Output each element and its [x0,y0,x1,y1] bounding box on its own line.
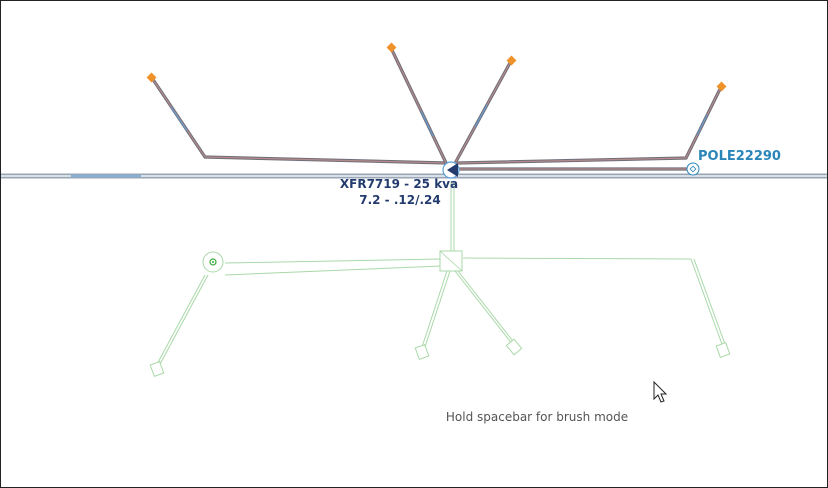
underground-line[interactable] [423,270,451,351]
orange-diamond-icon[interactable] [386,42,397,53]
service-line-inner [151,77,448,164]
pole-circle-icon[interactable] [686,162,700,176]
service-line-highlight [170,106,188,132]
underground-line[interactable] [158,274,209,367]
underground-line[interactable] [454,270,514,346]
overhead-service-1[interactable] [150,77,448,165]
vault-diagonal [439,250,463,272]
pole-inner-diamond [689,165,697,173]
brush-mode-hint: Hold spacebar for brush mode [446,410,628,424]
transformer-triangle-icon[interactable] [442,161,460,179]
meters [149,338,731,377]
underground-line[interactable] [155,274,206,367]
overhead-services [150,47,723,171]
underground-line[interactable] [224,265,442,276]
underground-line[interactable] [693,258,727,348]
service-line-inner [456,86,722,164]
equipment-inner-ring [209,258,217,266]
meter-box-icon[interactable] [505,338,523,356]
service-line-highlight [420,110,434,137]
service-line-highlight [474,104,488,128]
overhead-service-2[interactable] [389,47,450,168]
meter-box-icon[interactable] [414,344,430,360]
pole-ring [686,162,700,176]
overhead-service-3[interactable] [451,60,513,168]
meter-box-icon[interactable] [149,361,165,377]
equipment-dot [212,261,214,263]
transformer-triangle [447,163,458,177]
service-points [146,42,727,92]
underground-line[interactable] [457,270,517,346]
pole-label: POLE22290 [698,149,781,164]
cursor-arrow [653,380,668,403]
service-line-outer [456,86,723,165]
underground-line[interactable] [224,258,442,264]
transformer-label-line1: XFR7719 - 25 kva [340,177,458,191]
underground-line[interactable] [690,258,724,348]
orange-diamond-icon[interactable] [716,81,727,92]
service-line-highlight [696,114,708,136]
underground-line[interactable] [420,270,448,351]
orange-diamond-icon[interactable] [146,72,157,83]
service-line-outer [150,77,448,165]
mouse-pointer-icon [653,380,668,403]
meter-box-icon[interactable] [715,342,731,358]
equipment-circle-icon[interactable] [202,251,224,273]
underground-line[interactable] [462,257,692,260]
overhead-service-4[interactable] [456,86,723,165]
service-line-inner [390,47,449,168]
vault-square-icon[interactable] [439,250,463,272]
transformer-label-line2: 7.2 - .12/.24 [359,193,441,207]
underground-network [155,181,727,367]
